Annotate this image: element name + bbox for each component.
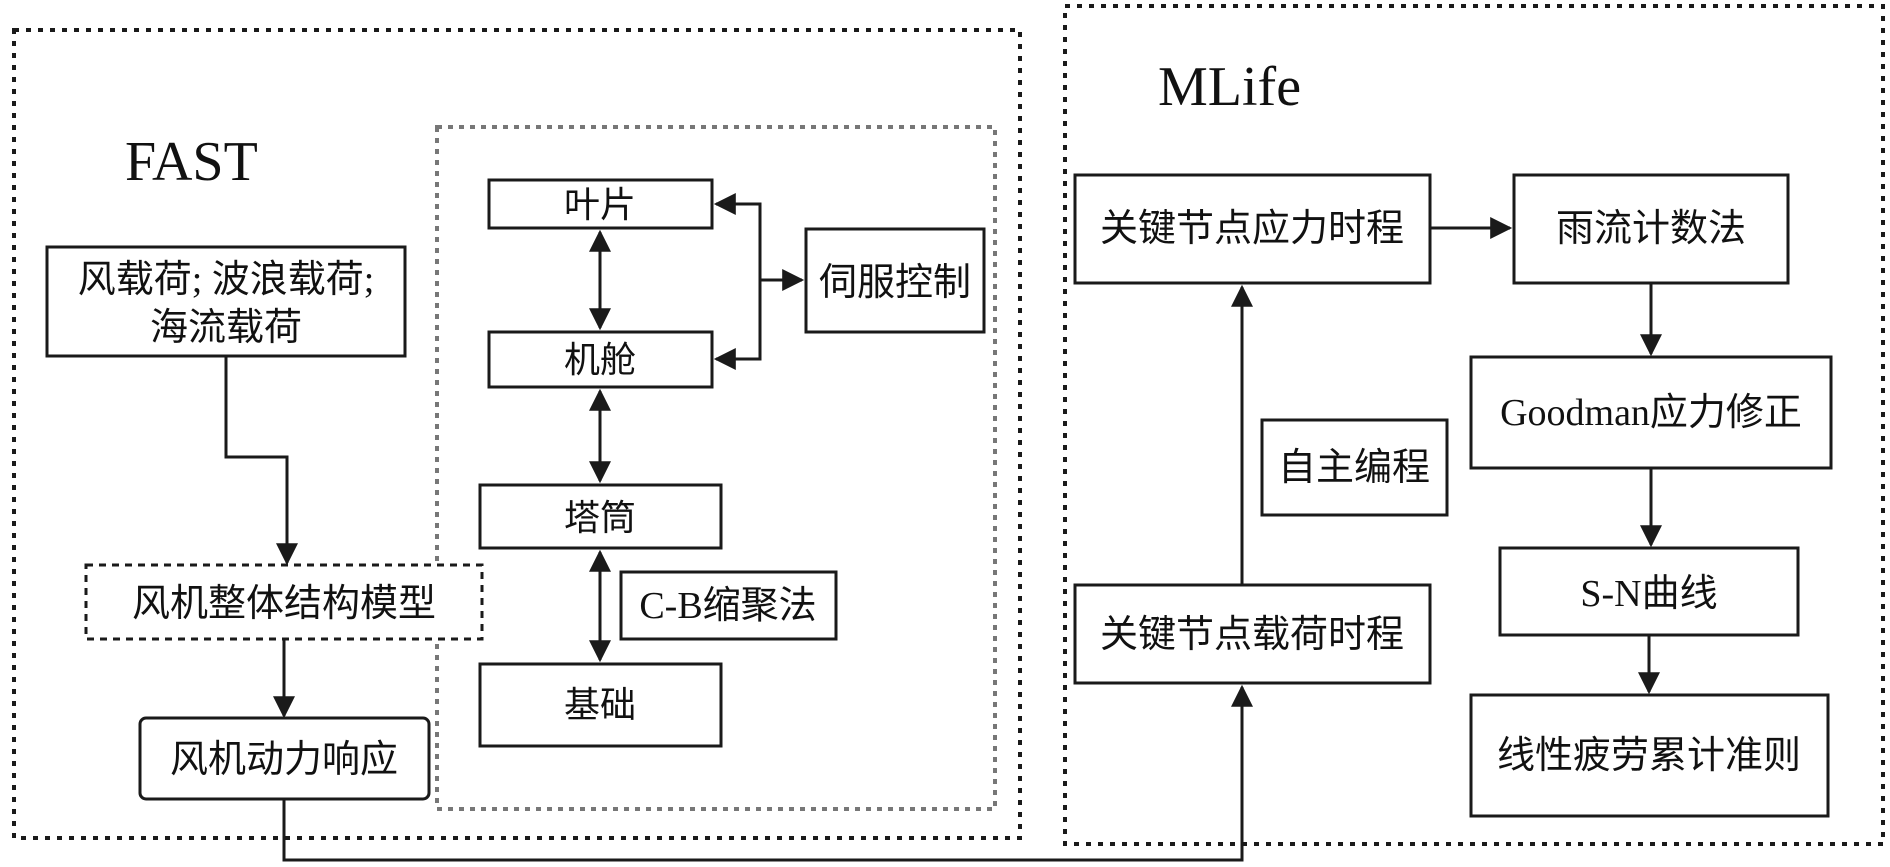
fast-region (12, 28, 1022, 840)
miner-rule-label: 线性疲劳累计准则 (1497, 735, 1801, 777)
servo-to-blade-arrow (713, 193, 762, 280)
sn-curve-box (1498, 546, 1800, 637)
servo-control-box (804, 227, 986, 334)
mlife-region (1063, 4, 1885, 846)
rainflow-label: 雨流计数法 (1556, 208, 1746, 250)
blade-box (487, 178, 714, 230)
self-programming-box (1260, 418, 1449, 517)
node-stress-box (1073, 173, 1432, 285)
foundation-label: 基础 (564, 685, 636, 725)
self-programming-label: 自主编程 (1278, 447, 1430, 489)
rainflow-box (1512, 173, 1790, 285)
node-load-label: 关键节点载荷时程 (1100, 614, 1404, 656)
cb-reduction-box (619, 570, 838, 641)
loads-to-model-arrow (224, 356, 298, 566)
mlife-label: MLife (1158, 56, 1301, 118)
node-load-box (1073, 583, 1432, 685)
goodman-label: Goodman应力修正 (1500, 392, 1802, 434)
loads-box (45, 245, 407, 358)
servo-control-label: 伺服控制 (819, 262, 971, 304)
foundation-box (478, 662, 723, 748)
tower-label: 塔筒 (564, 498, 636, 538)
fast-structure-subregion (435, 125, 997, 811)
overall-model-label: 风机整体结构模型 (132, 583, 436, 625)
loads-line-1: 风载荷; 波浪载荷; (78, 259, 375, 301)
cb-reduction-label: C-B缩聚法 (639, 585, 816, 627)
loads-line-2: 海流载荷 (150, 307, 302, 349)
miner-rule-box (1469, 693, 1830, 818)
servo-to-nacelle-arrow (713, 280, 762, 370)
node-stress-label: 关键节点应力时程 (1100, 208, 1404, 250)
nacelle-box (487, 330, 714, 389)
response-to-load-arrow (282, 684, 1253, 862)
sn-curve-label: S-N曲线 (1580, 573, 1717, 615)
fast-label: FAST (125, 131, 258, 193)
nacelle-label: 机舱 (564, 340, 636, 380)
dynamic-response-label: 风机动力响应 (170, 739, 398, 781)
blade-label: 叶片 (564, 185, 636, 225)
tower-box (478, 483, 723, 550)
